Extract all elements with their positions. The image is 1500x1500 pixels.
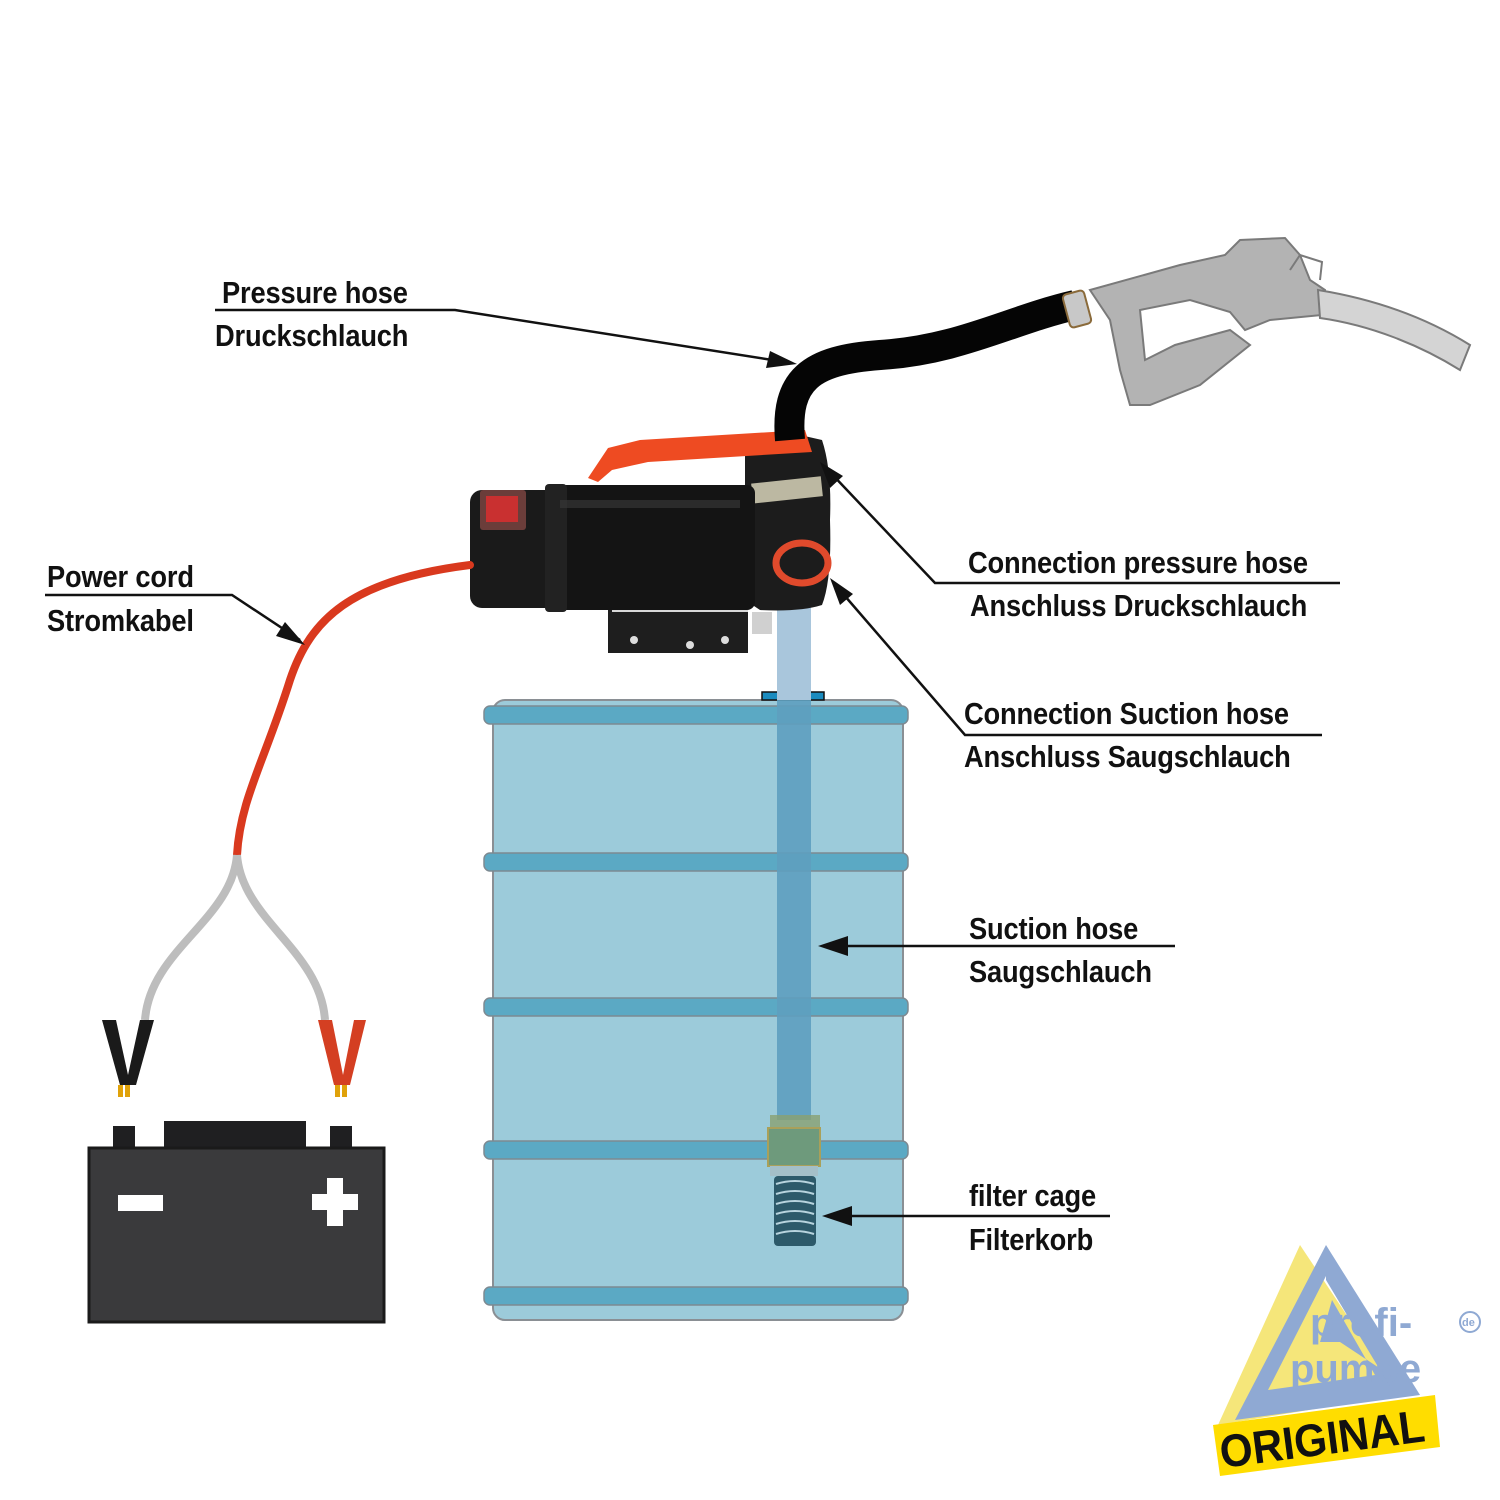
suction-hose xyxy=(777,560,811,1120)
label-filter-cage-de: Filterkorb xyxy=(969,1222,1094,1257)
label-suction-hose-en: Suction hose xyxy=(969,911,1139,946)
barrel-band xyxy=(483,1140,909,1160)
label-pressure-hose-de: Druckschlauch xyxy=(215,318,409,353)
label-connection-suction-en: Connection Suction hose xyxy=(964,696,1289,731)
minus-sign xyxy=(118,1195,163,1211)
barrel-band xyxy=(483,1286,909,1306)
label-filter-cage-en: filter cage xyxy=(969,1178,1096,1213)
label-connection-pressure-en: Connection pressure hose xyxy=(968,545,1308,580)
logo-line2: pumpe xyxy=(1290,1347,1421,1391)
leader-connection-suction xyxy=(837,587,1322,737)
leader-connection-pressure xyxy=(827,469,1340,585)
negative-clamp xyxy=(102,1020,154,1097)
clamp-cable-positive xyxy=(233,854,329,1021)
label-connection-suction-de: Anschluss Saugschlauch xyxy=(964,739,1291,774)
mount-bracket xyxy=(608,605,748,653)
barrel-band xyxy=(483,852,909,872)
label-power-cord-en: Power cord xyxy=(47,559,194,594)
label-suction-hose-de: Saugschlauch xyxy=(969,954,1152,989)
barrel xyxy=(483,691,909,1321)
profi-pumpe-logo: profi- pumpe de ORIGINAL xyxy=(1213,1245,1481,1478)
barrel-band xyxy=(483,705,909,725)
arrowhead xyxy=(830,578,853,605)
leader-power-cord xyxy=(45,593,301,642)
power-cord xyxy=(233,561,474,859)
suction-port-ring xyxy=(772,539,832,587)
pump-head xyxy=(745,435,831,611)
pressure-hose xyxy=(774,290,1079,442)
positive-clamp xyxy=(318,1020,366,1097)
logo-line1: profi- xyxy=(1310,1301,1412,1345)
logo-tld: de xyxy=(1462,1317,1475,1329)
barrel-band xyxy=(483,997,909,1017)
arrowhead xyxy=(818,936,848,956)
battery-icon xyxy=(87,1121,386,1324)
clamp-cable-negative xyxy=(141,854,241,1021)
label-connection-pressure-de: Anschluss Druckschlauch xyxy=(970,588,1308,623)
carry-handle xyxy=(588,430,812,482)
original-badge xyxy=(1213,1395,1440,1476)
arrowhead xyxy=(766,351,797,368)
arrowhead xyxy=(820,462,843,488)
pump xyxy=(470,430,832,653)
arrowhead xyxy=(276,622,305,645)
filter-cage xyxy=(767,1115,821,1246)
label-power-cord-de: Stromkabel xyxy=(47,603,194,638)
motor-body xyxy=(555,485,755,610)
fuel-nozzle xyxy=(1088,236,1472,406)
leader-pressure-hose xyxy=(215,308,786,364)
arrowhead xyxy=(822,1206,852,1226)
label-pressure-hose-en: Pressure hose xyxy=(222,275,408,310)
